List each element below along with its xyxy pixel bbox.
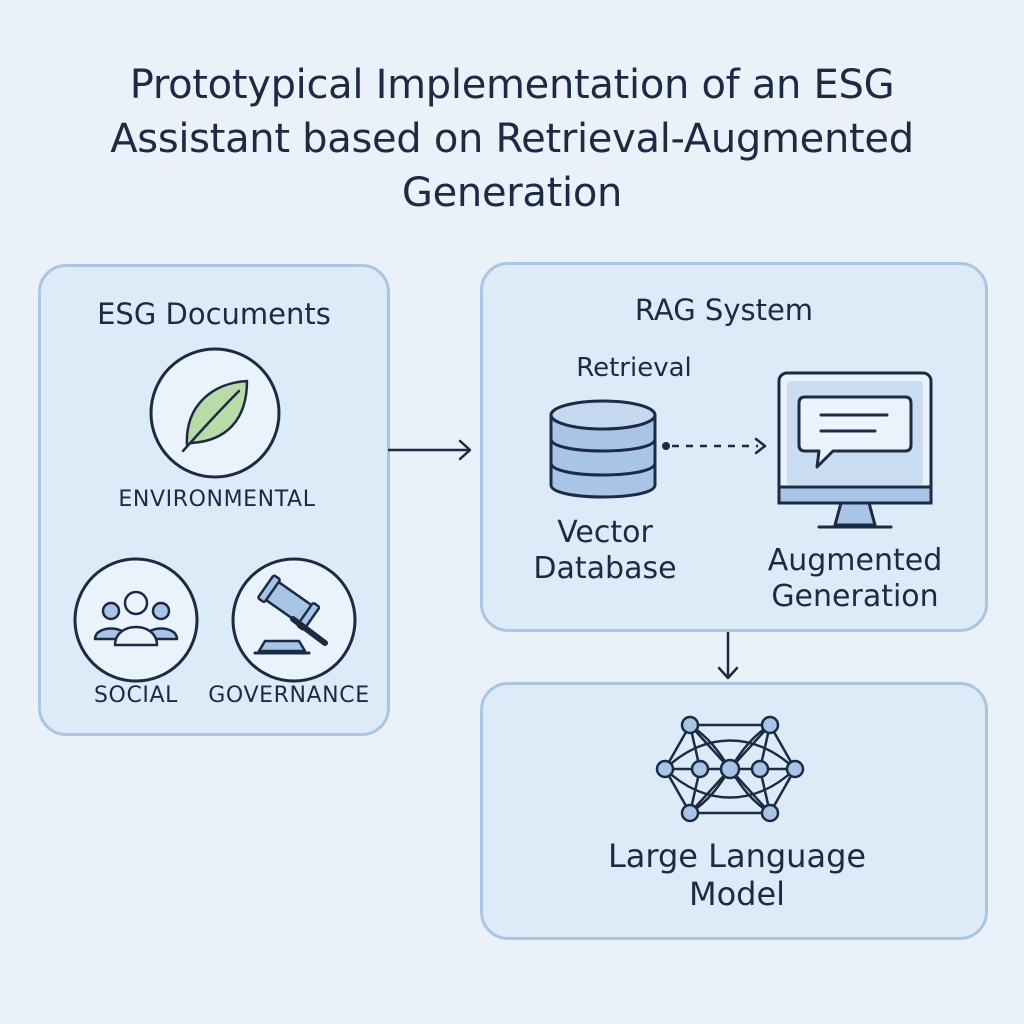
social-label: SOCIAL	[93, 683, 179, 708]
monitor-chat-icon	[777, 371, 933, 529]
governance-label: GOVERNANCE	[208, 683, 370, 708]
vector-database-label: Vector Database	[533, 515, 677, 586]
esg-panel-title: ESG Documents	[97, 297, 331, 331]
diagram-title: Prototypical Implementation of an ESG As…	[110, 62, 914, 216]
llm-label: Large Language Model	[607, 837, 867, 913]
gavel-icon	[231, 557, 357, 683]
leaf-icon	[149, 347, 281, 479]
esg-documents-panel: ESG Documents ENVIRONMENTAL SOCIAL	[38, 264, 390, 736]
database-icon	[549, 399, 657, 499]
rag-system-panel: RAG System Retrieval Vector Database Aug…	[480, 262, 988, 632]
rag-panel-title: RAG System	[634, 293, 814, 327]
retrieval-label: Retrieval	[576, 353, 692, 383]
environmental-label: ENVIRONMENTAL	[118, 487, 316, 512]
llm-panel: Large Language Model	[480, 682, 988, 940]
neural-network-icon	[655, 715, 805, 823]
retrieval-to-generation-arrow	[662, 437, 767, 455]
people-icon	[73, 557, 199, 683]
esg-to-rag-arrow	[388, 439, 472, 461]
augmented-generation-label: Augmented Generation	[767, 543, 943, 614]
rag-to-llm-arrow	[717, 632, 739, 680]
